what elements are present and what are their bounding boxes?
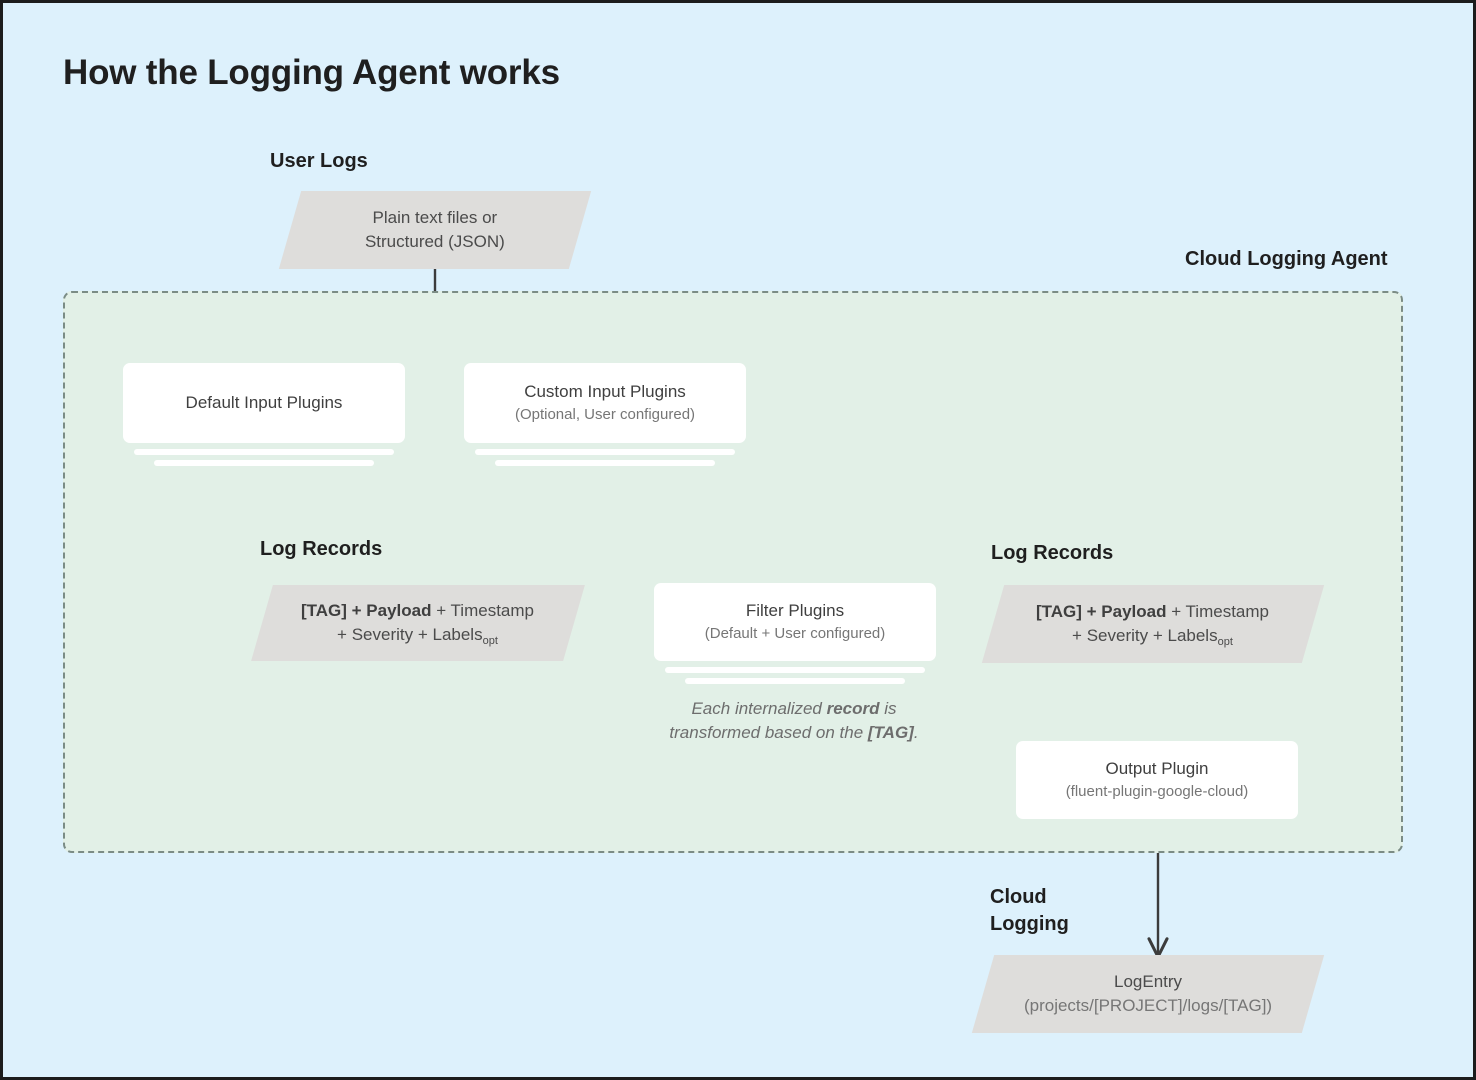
- default-input-plugins-sheet-2: [154, 460, 374, 466]
- filter-plugins-caption: Each internalized record is transformed …: [624, 697, 964, 745]
- default-input-plugins-sheet-1: [134, 449, 394, 455]
- filter-plugins-subtitle: (Default + User configured): [704, 625, 886, 643]
- default-input-plugins-title: Default Input Plugins: [185, 392, 343, 412]
- log-record-left-opt: opt: [483, 635, 499, 647]
- label-cloud-logging: Cloud Logging: [990, 884, 1069, 938]
- node-user-logs-source[interactable]: Plain text files or Structured (JSON): [278, 191, 592, 269]
- custom-input-plugins-sheet-1: [475, 449, 735, 455]
- output-plugin-title: Output Plugin: [1105, 759, 1209, 779]
- custom-input-plugins-title: Custom Input Plugins: [524, 382, 686, 402]
- label-log-records-left: Log Records: [260, 538, 383, 560]
- log-record-right-line1: [TAG] + Payload + Timestamp: [1036, 600, 1269, 624]
- node-default-input-plugins[interactable]: Default Input Plugins: [123, 363, 405, 466]
- filter-plugins-sheet-2: [685, 678, 905, 684]
- label-log-records-right: Log Records: [991, 542, 1114, 564]
- log-record-right-line2: + Severity + Labelsopt: [1072, 626, 1234, 648]
- log-entry-title: LogEntry: [1113, 971, 1183, 991]
- node-output-plugin[interactable]: Output Plugin (fluent-plugin-google-clou…: [1016, 741, 1298, 819]
- filter-plugins-sheet-1: [665, 667, 925, 673]
- node-log-entry[interactable]: LogEntry (projects/[PROJECT]/logs/[TAG]): [971, 955, 1325, 1033]
- node-filter-plugins[interactable]: Filter Plugins (Default + User configure…: [654, 583, 936, 684]
- log-record-left-line2: + Severity + Labelsopt: [337, 625, 499, 647]
- user-logs-source-line2: Structured (JSON): [365, 232, 505, 251]
- caption-line2: transformed based on the [TAG].: [669, 723, 919, 743]
- label-cloud-logging-line2: Logging: [990, 913, 1069, 935]
- node-log-record-left[interactable]: [TAG] + Payload + Timestamp + Severity +…: [251, 585, 585, 661]
- label-cloud-logging-agent: Cloud Logging Agent: [1185, 248, 1388, 270]
- log-record-right-opt: opt: [1218, 636, 1234, 648]
- custom-input-plugins-subtitle: (Optional, User configured): [514, 406, 696, 424]
- label-user-logs: User Logs: [270, 150, 368, 172]
- custom-input-plugins-card[interactable]: Custom Input Plugins (Optional, User con…: [464, 363, 746, 443]
- log-record-left-rest: + Timestamp: [432, 600, 535, 620]
- log-record-right-rest: + Timestamp: [1167, 601, 1270, 621]
- user-logs-source-line1: Plain text files or: [372, 207, 498, 227]
- log-record-left-line1: [TAG] + Payload + Timestamp: [301, 599, 534, 623]
- filter-plugins-title: Filter Plugins: [745, 601, 845, 621]
- node-custom-input-plugins[interactable]: Custom Input Plugins (Optional, User con…: [464, 363, 746, 466]
- default-input-plugins-card[interactable]: Default Input Plugins: [123, 363, 405, 443]
- custom-input-plugins-sheet-2: [495, 460, 715, 466]
- filter-plugins-card[interactable]: Filter Plugins (Default + User configure…: [654, 583, 936, 661]
- output-plugin-subtitle: (fluent-plugin-google-cloud): [1065, 783, 1249, 801]
- node-log-record-right[interactable]: [TAG] + Payload + Timestamp + Severity +…: [981, 585, 1325, 663]
- log-record-left-bold: [TAG] + Payload: [301, 600, 432, 620]
- label-cloud-logging-line1: Cloud: [990, 886, 1047, 908]
- output-plugin-card[interactable]: Output Plugin (fluent-plugin-google-clou…: [1016, 741, 1298, 819]
- log-entry-subtitle: (projects/[PROJECT]/logs/[TAG]): [1023, 996, 1273, 1015]
- caption-line1: Each internalized record is: [691, 699, 897, 718]
- log-record-right-bold: [TAG] + Payload: [1036, 601, 1167, 621]
- page-title: How the Logging Agent works: [63, 53, 560, 92]
